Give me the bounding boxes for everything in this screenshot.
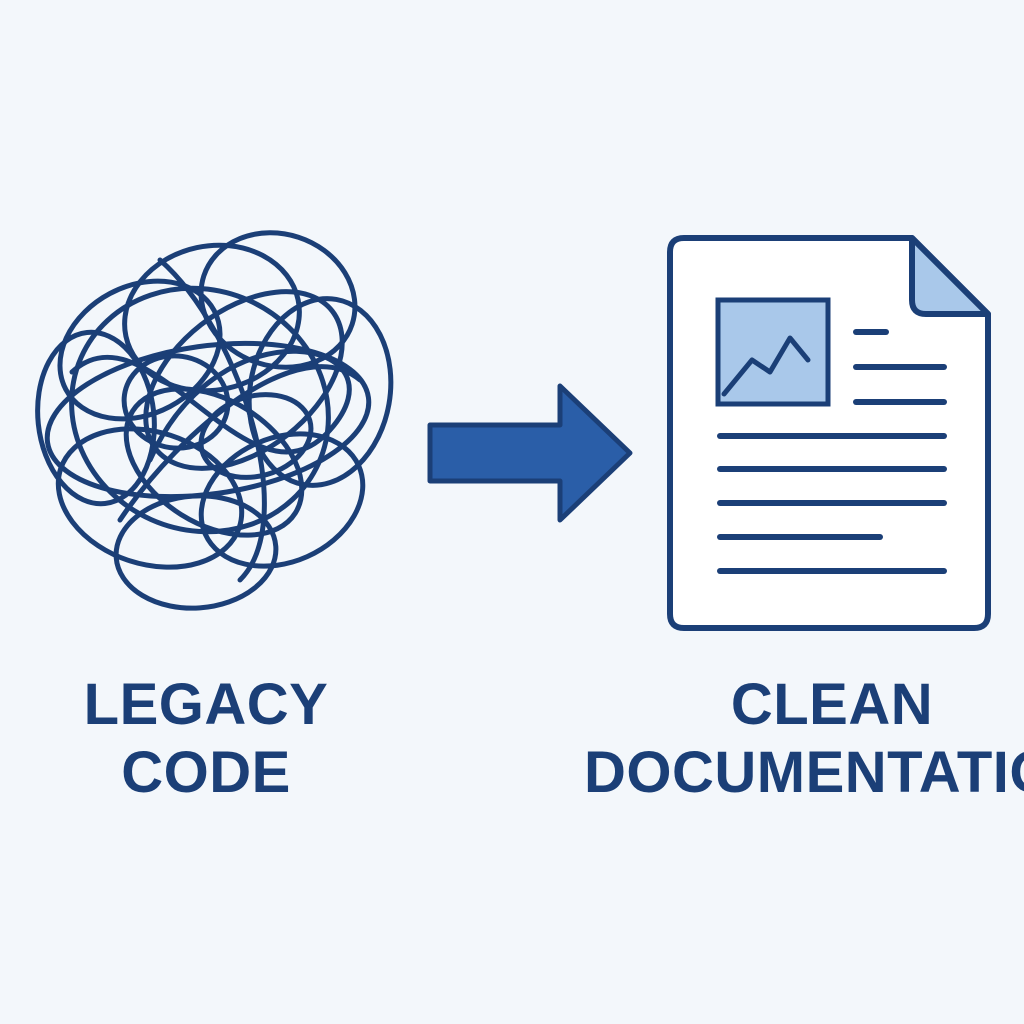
right-arrow-icon <box>427 383 633 523</box>
document-icon <box>667 235 991 631</box>
legacy-label-line1: LEGACY <box>83 672 329 737</box>
image-thumbnail-icon <box>715 297 831 407</box>
tangled-scribble-icon <box>35 230 394 611</box>
clean-label-line1: CLEAN <box>730 672 934 737</box>
clean-label-line2: DOCUMENTATION <box>584 740 1024 805</box>
document-text-lines <box>717 329 947 574</box>
legacy-label-line2: CODE <box>121 740 291 805</box>
